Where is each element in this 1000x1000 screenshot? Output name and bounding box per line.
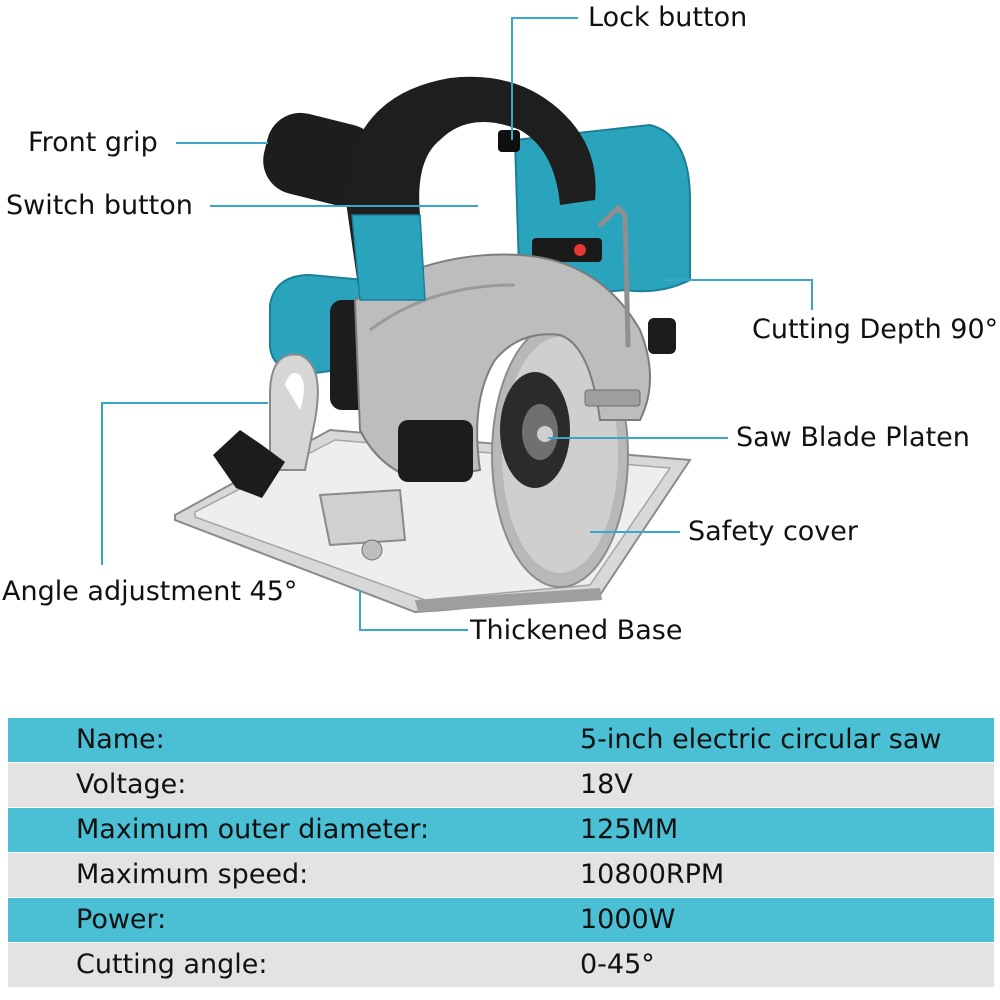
spec-row-speed: Maximum speed: 10800RPM bbox=[8, 853, 994, 898]
spec-label: Maximum outer diameter: bbox=[76, 814, 430, 845]
spec-row-voltage: Voltage: 18V bbox=[8, 763, 994, 808]
spec-value: 10800RPM bbox=[580, 859, 725, 890]
callout-angle-adjustment: Angle adjustment 45° bbox=[2, 576, 298, 607]
spec-label: Power: bbox=[76, 904, 167, 935]
spec-value: 0-45° bbox=[580, 949, 655, 980]
main-handle bbox=[345, 76, 596, 301]
product-diagram bbox=[101, 17, 813, 631]
leader-thickened-base bbox=[359, 590, 468, 631]
spec-value: 125MM bbox=[580, 814, 679, 845]
spec-label: Voltage: bbox=[76, 769, 187, 800]
spec-value: 1000W bbox=[580, 904, 676, 935]
spec-label: Cutting angle: bbox=[76, 949, 268, 980]
blade-platen bbox=[500, 372, 570, 488]
leader-lock-button bbox=[511, 17, 578, 140]
spec-label: Maximum speed: bbox=[76, 859, 309, 890]
callout-lock-button: Lock button bbox=[588, 2, 748, 33]
spec-row-name: Name: 5-inch electric circular saw bbox=[8, 718, 994, 763]
spec-row-diameter: Maximum outer diameter: 125MM bbox=[8, 808, 994, 853]
leader-angle-adjustment bbox=[101, 402, 268, 565]
leader-lines bbox=[101, 17, 813, 631]
spec-label: Name: bbox=[76, 724, 165, 755]
spec-row-cutting-angle: Cutting angle: 0-45° bbox=[8, 943, 994, 988]
callout-front-grip: Front grip bbox=[28, 127, 158, 158]
leader-cutting-depth bbox=[660, 279, 813, 310]
front-clamp bbox=[318, 420, 473, 561]
callout-switch-button: Switch button bbox=[6, 190, 193, 221]
callout-saw-blade-platen: Saw Blade Platen bbox=[736, 422, 970, 453]
spec-value: 18V bbox=[580, 769, 633, 800]
depth-lever bbox=[597, 204, 631, 348]
depth-knob bbox=[648, 318, 676, 354]
spec-row-power: Power: 1000W bbox=[8, 898, 994, 943]
callout-safety-cover: Safety cover bbox=[688, 516, 859, 547]
spec-value: 5-inch electric circular saw bbox=[580, 724, 942, 755]
angle-adjust-bracket bbox=[213, 353, 319, 498]
callout-cutting-depth: Cutting Depth 90° bbox=[752, 314, 999, 345]
spec-table: Name: 5-inch electric circular saw Volta… bbox=[8, 718, 994, 990]
callout-thickened-base: Thickened Base bbox=[470, 615, 683, 646]
